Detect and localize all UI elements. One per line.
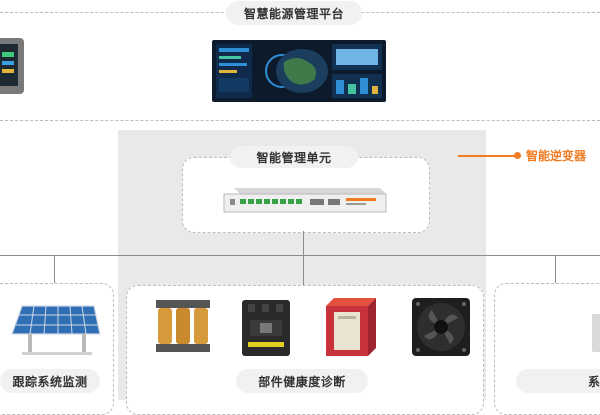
cooling-fan-icon [410, 296, 472, 358]
center-group-label: 部件健康度诊断 [236, 369, 368, 393]
rack-unit-icon [220, 186, 388, 216]
center-drop-connector [303, 255, 304, 285]
right-drop-connector [555, 255, 556, 283]
right-group-frame [494, 283, 600, 415]
platform-title: 智慧能源管理平台 [226, 1, 362, 25]
right-group-device-icon [592, 314, 600, 352]
left-drop-connector [54, 255, 55, 283]
management-unit-title: 智能管理单元 [230, 146, 358, 168]
left-group-label: 跟踪系统监测 [0, 369, 100, 393]
tablet-device-icon [0, 38, 24, 94]
solar-panel-icon [8, 300, 104, 358]
transformer-icon [152, 298, 214, 356]
inverter-callout-dot [514, 152, 521, 159]
inverter-callout-label: 智能逆变器 [526, 149, 587, 163]
inverter-callout-line [458, 155, 518, 157]
platform-bottom-border [0, 120, 600, 121]
right-group-label: 系 [516, 369, 600, 393]
unit-to-bus-connector [303, 231, 304, 256]
left-group-frame [0, 283, 114, 415]
circuit-breaker-icon [240, 298, 292, 358]
bus-line [0, 255, 600, 256]
dashboard-screen-icon [212, 40, 386, 102]
power-module-icon [324, 296, 378, 358]
